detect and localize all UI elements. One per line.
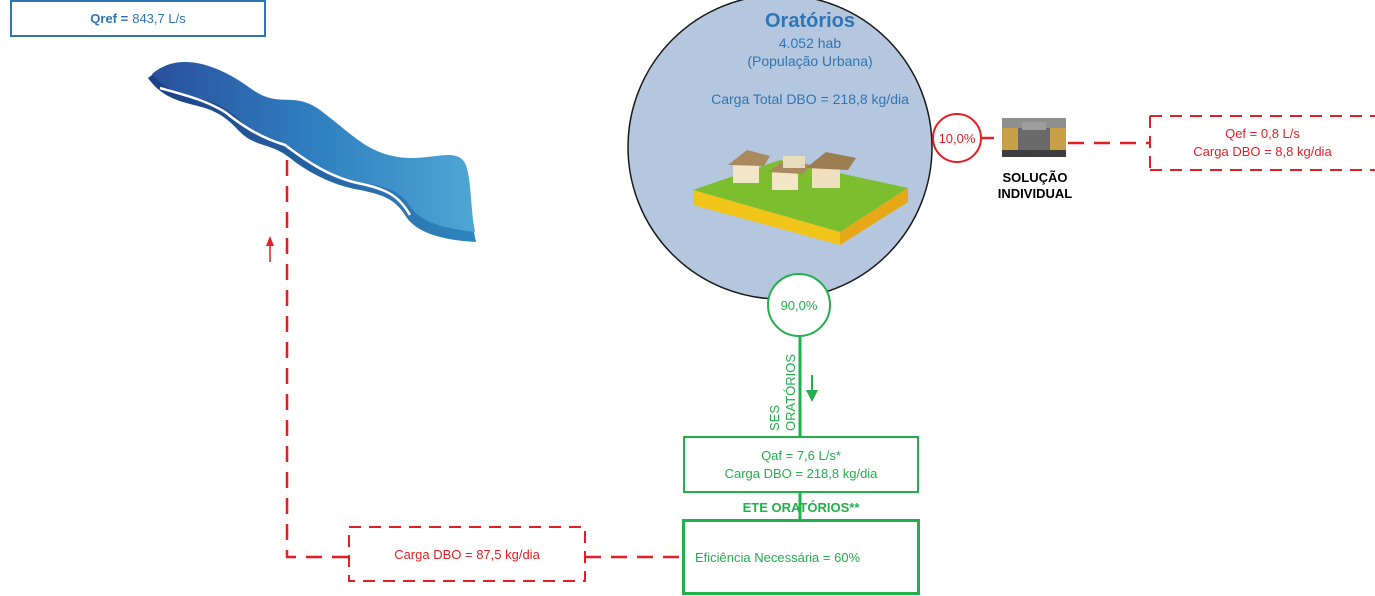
reference-flow-value: 843,7 L/s — [132, 11, 186, 26]
town-icon — [693, 150, 908, 245]
municipality-population: 4.052 hab — [778, 35, 842, 51]
reference-flow-box: Qref = 843,7 L/s — [10, 0, 266, 37]
individual-solution-label-line1: SOLUÇÃO — [1002, 170, 1068, 185]
individual-solution-label: SOLUÇÃO INDIVIDUAL — [975, 170, 1095, 202]
sewer-system-name-line2: ORATÓRIOS — [783, 353, 798, 431]
sewer-system-name: SES ORATÓRIOS — [745, 335, 805, 435]
individual-discharge-load: Carga DBO = 8,8 kg/dia — [1193, 144, 1332, 159]
individual-discharge-box: Qef = 0,8 L/s Carga DBO = 8,8 kg/dia — [1150, 116, 1375, 170]
treatment-plant-efficiency-box: Eficiência Necessária = 60% — [682, 519, 920, 595]
septic-tank-icon — [1002, 118, 1066, 157]
reference-flow-label: Qref = — [90, 11, 129, 26]
individual-solution-percentage: 10,0% — [932, 113, 982, 163]
individual-discharge-box-outline — [1149, 115, 1375, 171]
municipality-name: Oratórios — [764, 10, 856, 32]
sewer-system-name-line1: SES — [767, 404, 782, 431]
discharge-box-outline — [348, 526, 586, 582]
sewer-system-percentage: 90,0% — [767, 273, 831, 337]
treatment-plant-inflow-box: Qaf = 7,6 L/s* Carga DBO = 218,8 kg/dia — [683, 436, 919, 493]
treatment-plant-name: ETE ORATÓRIOS** — [742, 500, 860, 515]
municipality-total-load: Carga Total DBO = 218,8 kg/dia — [711, 91, 909, 107]
individual-solution-label-line2: INDIVIDUAL — [997, 186, 1073, 201]
flow-arrow-down-icon — [806, 375, 818, 402]
flow-arrow-up-icon — [266, 236, 274, 262]
discharge-load: Carga DBO = 87,5 kg/dia — [394, 546, 540, 562]
treatment-plant-inflow-load: Carga DBO = 218,8 kg/dia — [724, 465, 878, 481]
treatment-plant-inflow: Qaf = 7,6 L/s* — [761, 447, 841, 463]
treatment-plant-efficiency: Eficiência Necessária = 60% — [695, 549, 861, 565]
river-icon — [148, 62, 476, 242]
individual-discharge-flow: Qef = 0,8 L/s — [1225, 126, 1300, 141]
municipality-population-note: (População Urbana) — [747, 53, 873, 69]
